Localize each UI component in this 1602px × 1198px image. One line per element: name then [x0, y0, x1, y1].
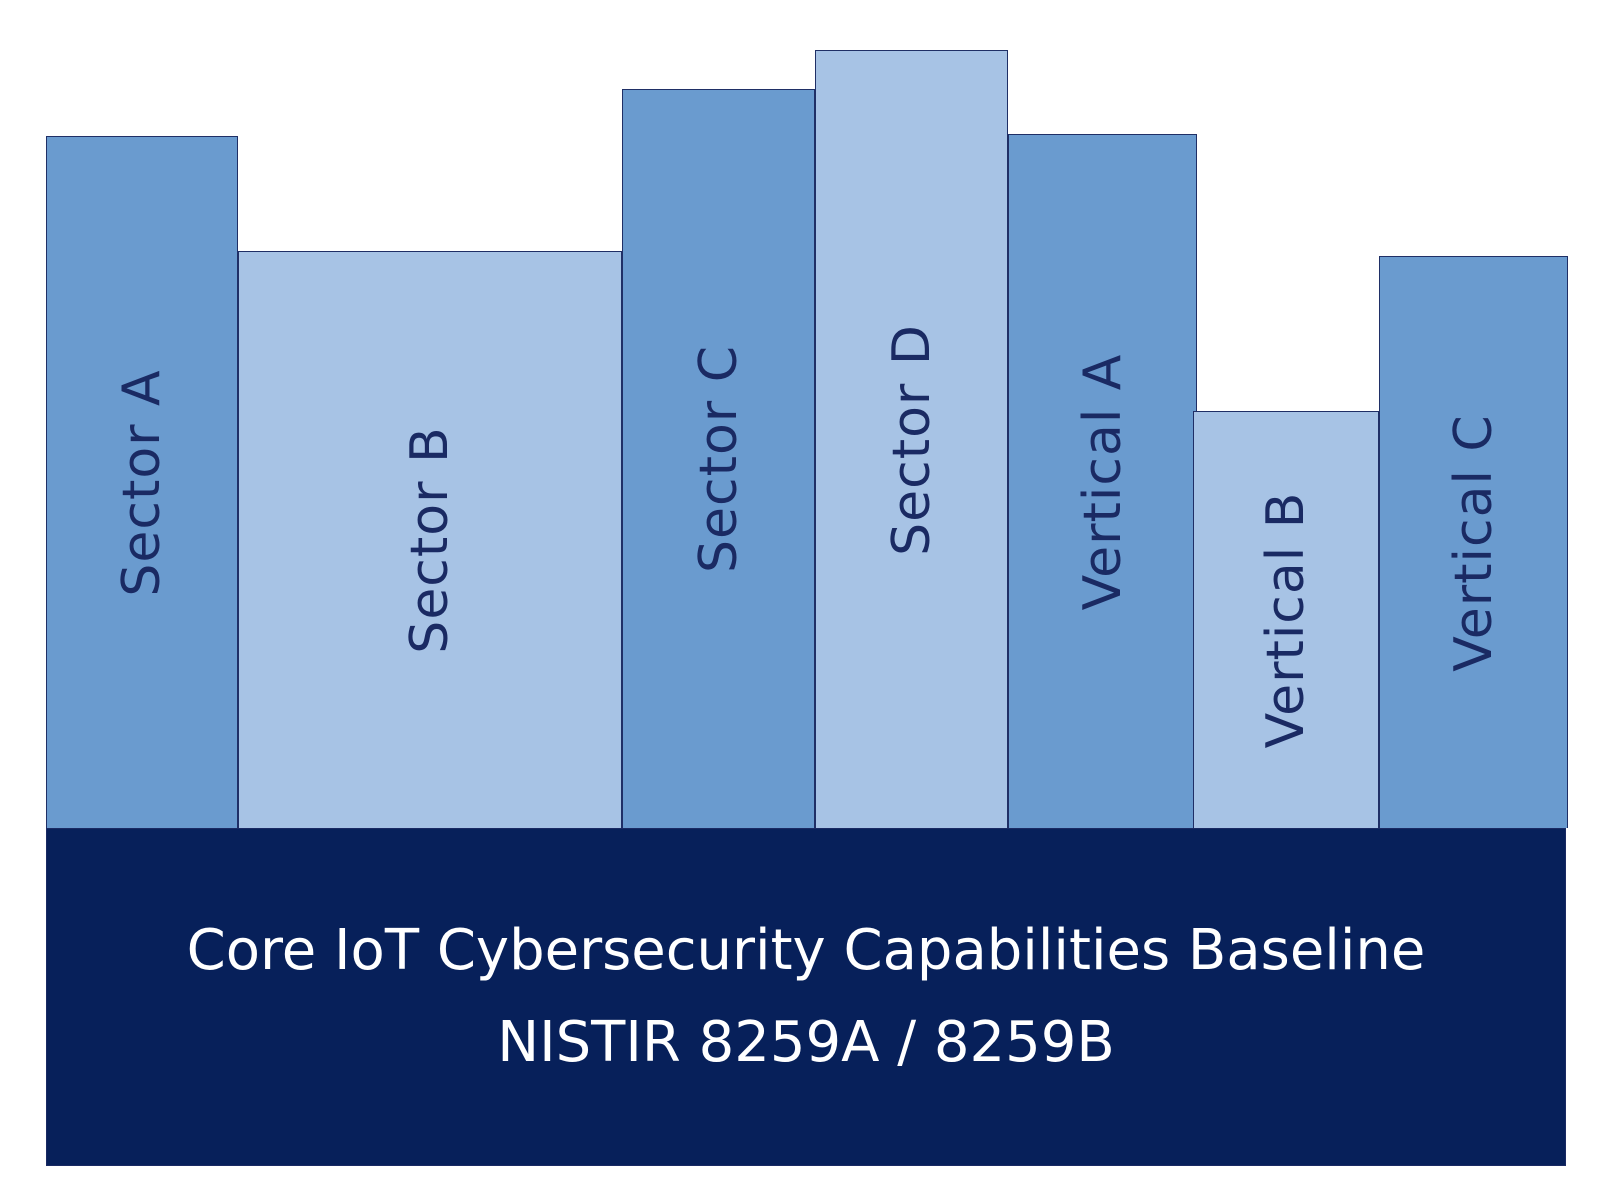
block-label-sector-a: Sector A	[112, 368, 172, 597]
block-vertical-c: Vertical C	[1379, 256, 1568, 828]
block-label-vertical-c: Vertical C	[1443, 413, 1504, 672]
block-sector-b: Sector B	[238, 251, 622, 828]
block-label-sector-c: Sector C	[688, 344, 749, 574]
block-sector-d: Sector D	[815, 50, 1008, 828]
block-label-vertical-a: Vertical A	[1072, 353, 1133, 610]
block-label-sector-b: Sector B	[400, 426, 460, 654]
block-sector-a: Sector A	[46, 136, 238, 828]
block-label-vertical-b: Vertical B	[1256, 491, 1316, 749]
baseline-title: Core IoT Cybersecurity Capabilities Base…	[186, 918, 1426, 983]
core-baseline-block: Core IoT Cybersecurity Capabilities Base…	[46, 828, 1566, 1166]
block-vertical-a: Vertical A	[1008, 134, 1197, 828]
block-label-sector-d: Sector D	[881, 323, 942, 556]
block-vertical-b: Vertical B	[1193, 411, 1379, 828]
block-sector-c: Sector C	[622, 89, 815, 828]
baseline-subtitle: NISTIR 8259A / 8259B	[497, 1010, 1115, 1075]
